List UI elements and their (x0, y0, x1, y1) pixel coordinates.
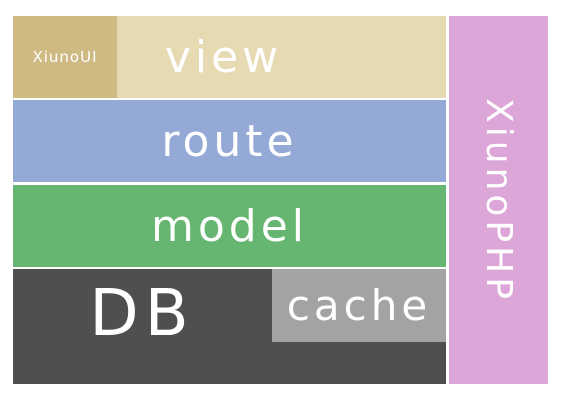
view-label: view (164, 31, 283, 83)
db-label: DB (89, 277, 195, 351)
xiunoui-layer: XiunoUI (13, 16, 117, 98)
xiunophp-layer: XiunoPHP (449, 16, 548, 384)
model-layer: model (13, 185, 446, 267)
route-layer: route (13, 100, 446, 182)
cache-layer: cache (272, 269, 446, 342)
xiunophp-label: XiunoPHP (478, 97, 519, 303)
